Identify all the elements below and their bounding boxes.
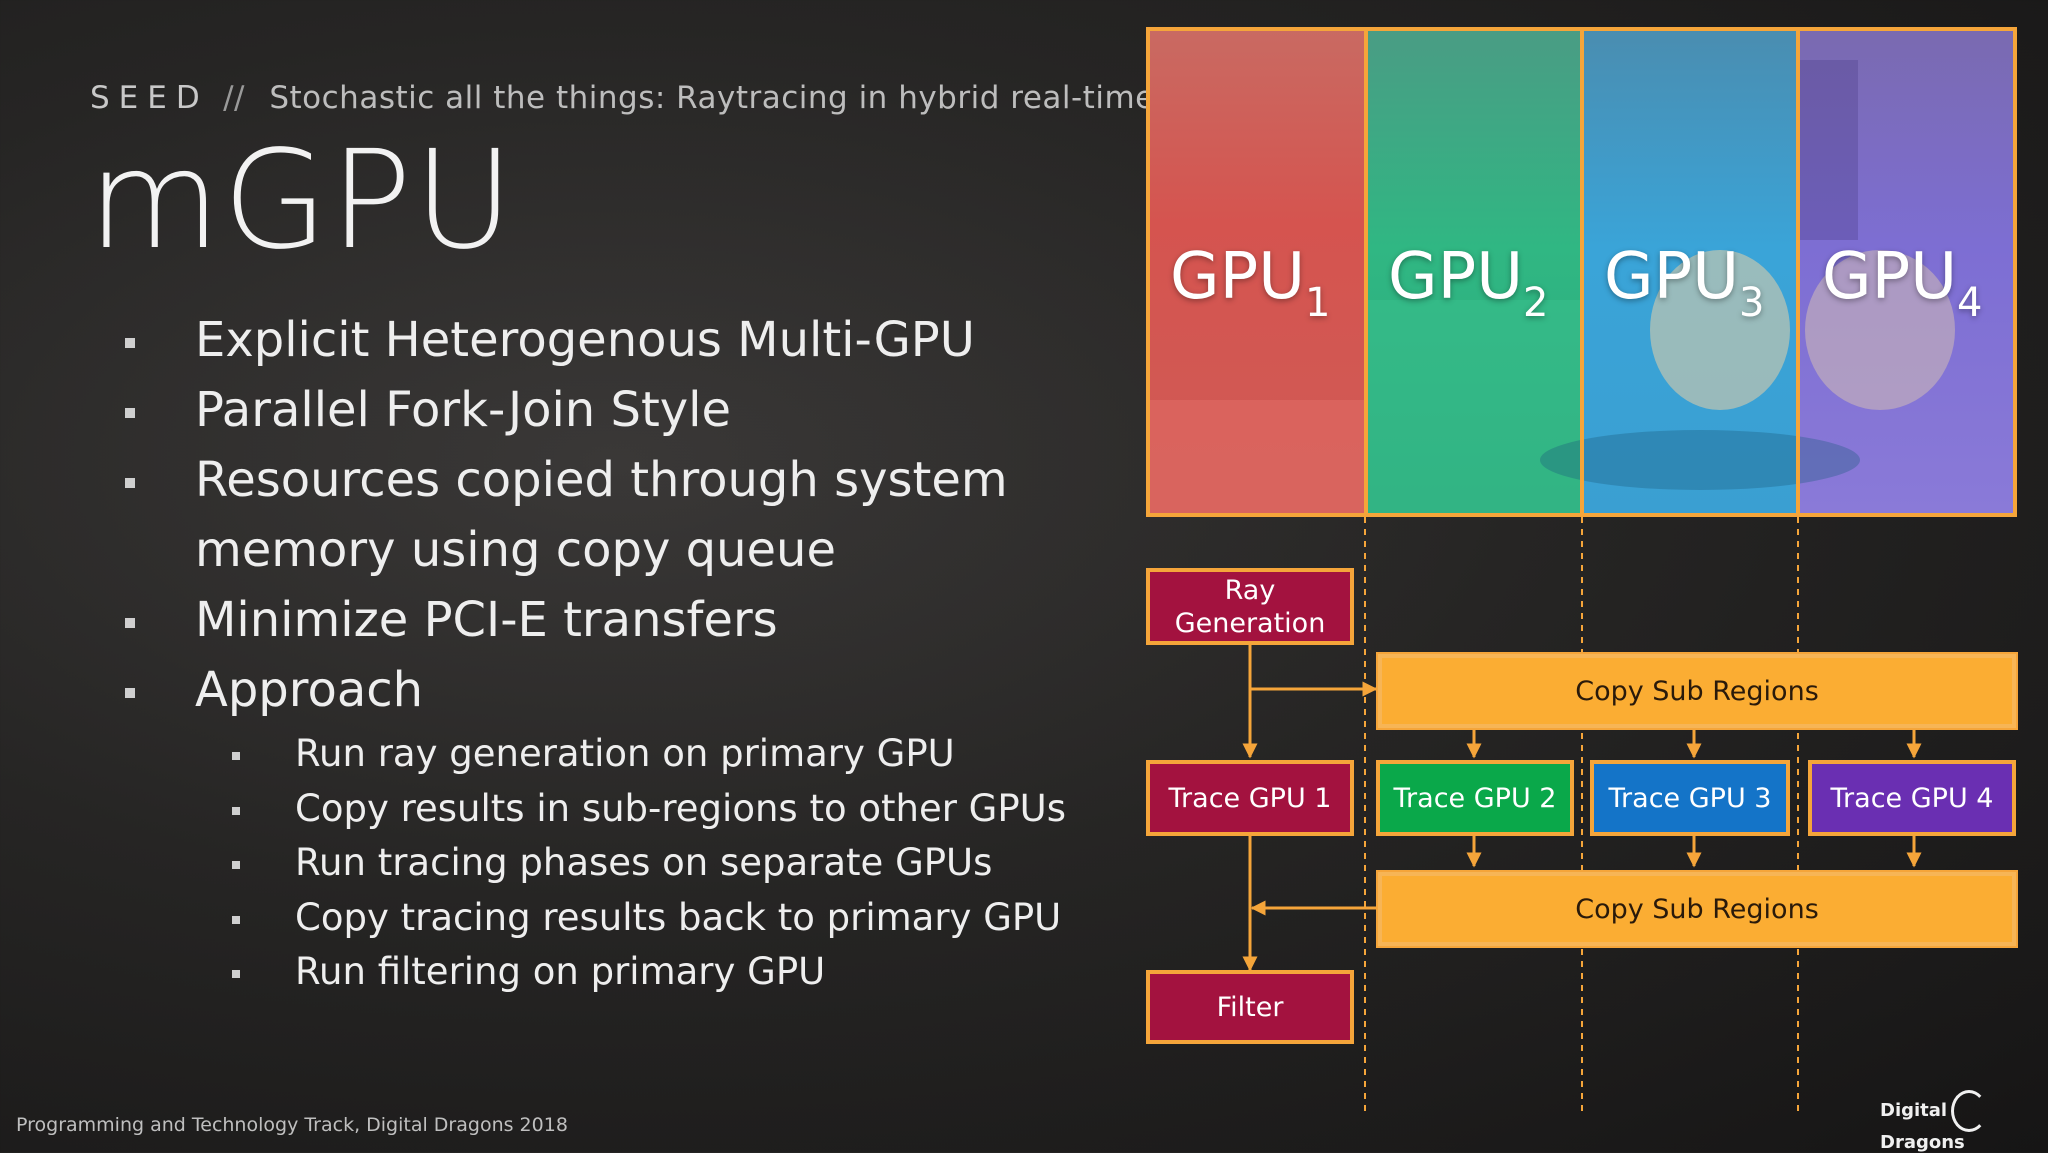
gpu-label-4: GPU4 — [1822, 240, 1983, 326]
trace-gpu2-box: Trace GPU 2 — [1376, 760, 1574, 836]
gpu-image-frame — [1146, 27, 2017, 517]
ray-generation-box: Ray Generation — [1146, 568, 1354, 645]
sub-bullet-item: Run tracing phases on separate GPUs — [232, 836, 1066, 891]
copy-sub-regions-return-box: Copy Sub Regions — [1378, 872, 2016, 946]
trace-gpu4-box: Trace GPU 4 — [1808, 760, 2016, 836]
slide-title: mGPU — [88, 122, 516, 280]
header-separator: // — [223, 80, 245, 116]
bullet-item: Parallel Fork-Join Style — [125, 375, 1045, 445]
slide-header: SEED // Stochastic all the things: Raytr… — [90, 80, 1320, 116]
bullet-item: Minimize PCI-E transfers — [125, 585, 1045, 655]
dragon-mark-icon — [1951, 1090, 1988, 1132]
bullet-item: Explicit Heterogenous Multi-GPU — [125, 305, 1045, 375]
sub-bullet-item: Copy results in sub-regions to other GPU… — [232, 782, 1066, 837]
gpu-label-2: GPU2 — [1388, 240, 1549, 326]
trace-gpu1-box: Trace GPU 1 — [1146, 760, 1354, 836]
trace-gpu3-box: Trace GPU 3 — [1590, 760, 1790, 836]
sub-bullet-item: Run filtering on primary GPU — [232, 945, 1066, 1000]
digital-dragons-logo: DigitalDragons — [1880, 1090, 2048, 1153]
bullet-item: Approach — [125, 655, 1045, 725]
seed-brand: SEED — [90, 80, 209, 116]
bullet-list: Explicit Heterogenous Multi-GPU Parallel… — [125, 305, 1045, 725]
copy-sub-regions-box: Copy Sub Regions — [1378, 654, 2016, 728]
sub-bullet-item: Run ray generation on primary GPU — [232, 727, 1066, 782]
bullet-item: Resources copied through system memory u… — [125, 445, 1045, 585]
talk-subtitle: Stochastic all the things: Raytracing in… — [269, 80, 1320, 116]
sub-bullet-item: Copy tracing results back to primary GPU — [232, 891, 1066, 946]
sub-bullet-list: Run ray generation on primary GPU Copy r… — [232, 727, 1066, 1000]
footer-text: Programming and Technology Track, Digita… — [16, 1114, 568, 1136]
gpu-label-3: GPU3 — [1604, 240, 1765, 326]
filter-box: Filter — [1146, 970, 1354, 1044]
gpu-label-1: GPU1 — [1170, 240, 1331, 326]
